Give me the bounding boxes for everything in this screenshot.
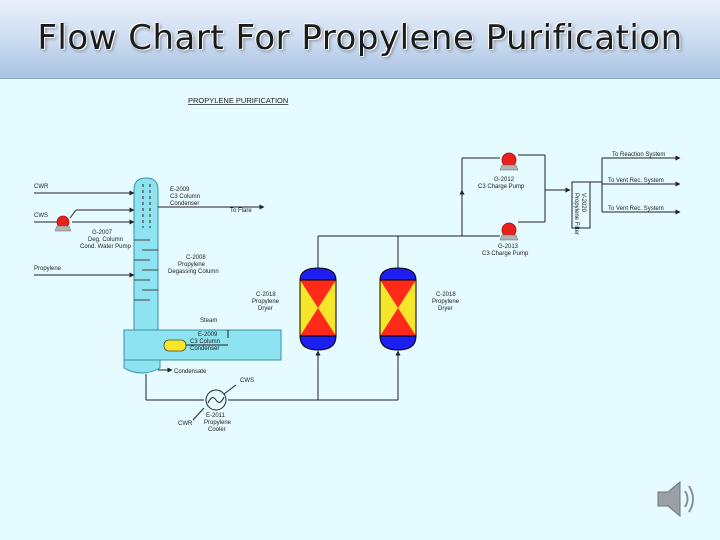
pump-g2012 [499, 152, 519, 171]
label-e2011: E-2011 Propylene Cooler [204, 413, 233, 433]
label-e2009-bottom: E-2009 C3 Column Condenser [190, 332, 222, 352]
condenser-e2009-bottom [163, 339, 228, 352]
label-c2008: C-2008 Propylene Degassing Column [168, 255, 219, 275]
pump-g2013 [499, 222, 519, 241]
stream-cws-in: CWS [34, 213, 48, 219]
stream-to-reaction: To Reaction System [612, 152, 665, 158]
stream-to-flare: To Flare [230, 208, 252, 214]
pump-g2007 [54, 215, 72, 232]
title-bar: Flow Chart For Propylene Purification [0, 0, 720, 79]
stream-propylene-feed: Propylene [34, 266, 62, 272]
stream-to-vent-2: To Vent Rec. System [608, 206, 664, 212]
dryer-c2018-left [299, 267, 337, 351]
stream-to-vent-1: To Vent Rec. System [608, 178, 664, 184]
stream-steam: Steam [200, 318, 217, 324]
stream-cwr-cooler: CWR [178, 421, 193, 427]
label-e2009-top: E-2009 C3 Column Condenser [170, 187, 202, 207]
stream-cwr-in: CWR [34, 184, 49, 190]
label-g2012: G-2012 C3 Charge Pump [478, 177, 525, 190]
label-c2018-right: C-2018 Propylene Dryer [432, 292, 461, 312]
propylene-filter: V-2020 Propylene Filter [571, 181, 591, 235]
dryer-c2018-right [379, 267, 417, 351]
page-title: Flow Chart For Propylene Purification [37, 18, 683, 58]
stream-cws-cooler: CWS [240, 378, 254, 384]
cooler-e2011 [205, 389, 227, 411]
diagram-heading: PROPYLENE PURIFICATION [188, 96, 288, 105]
speaker-icon[interactable] [652, 474, 702, 524]
filter-label: V-2020 Propylene Filter [573, 193, 586, 235]
stream-condensate: Condensate [174, 369, 207, 375]
degassing-column [123, 177, 282, 374]
label-c2018-left: C-2018 Propylene Dryer [252, 292, 281, 312]
label-g2007: G-2007 Deg. Column Cond. Water Pump [80, 230, 131, 250]
label-g2013: G-2013 C3 Charge Pump [482, 244, 529, 257]
